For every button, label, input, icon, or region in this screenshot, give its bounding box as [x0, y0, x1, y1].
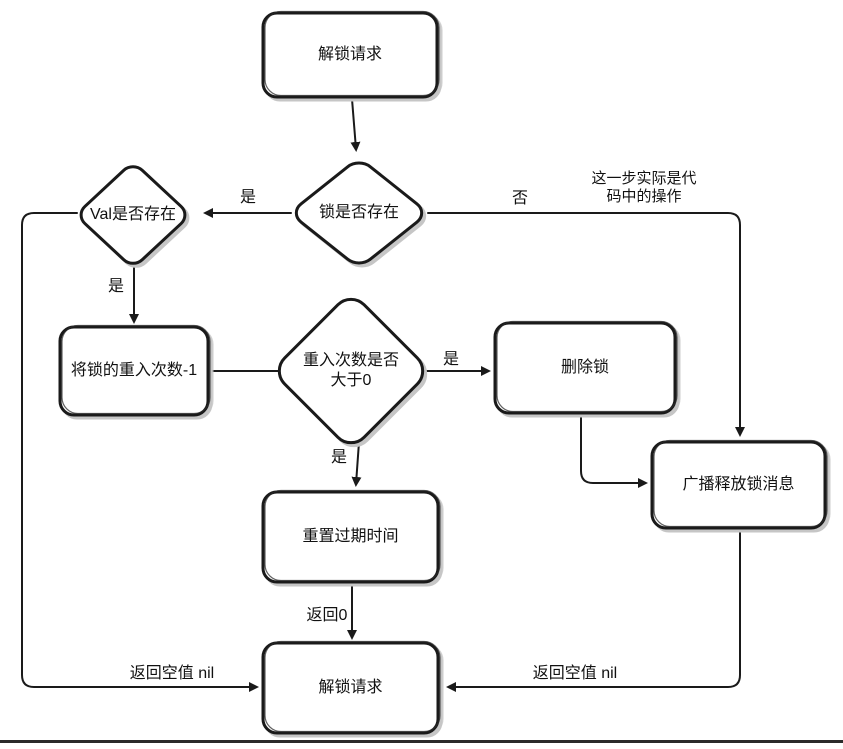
node-lock-exists-shape — [290, 158, 429, 268]
node-delete-lock-shape — [493, 320, 678, 415]
edge-val-exists-no-to-end — [21, 212, 259, 692]
node-reset-expiry-shape — [261, 489, 441, 584]
node-gt-zero-shape — [272, 292, 431, 451]
edge-start-to-lock-exists — [350, 98, 361, 152]
node-decrement-shape — [58, 324, 211, 417]
bottom-divider — [0, 740, 843, 743]
node-val-exists-shape — [76, 162, 191, 269]
node-start-shape — [261, 10, 440, 99]
edges — [21, 98, 745, 692]
node-end-shape — [261, 640, 441, 735]
edge-broadcast-to-end — [446, 527, 741, 692]
edge-lock-exists-no-to-broadcast — [427, 212, 745, 437]
edge-delete-to-broadcast — [580, 413, 648, 488]
node-broadcast-shape — [650, 439, 828, 530]
node-shapes — [58, 10, 828, 735]
